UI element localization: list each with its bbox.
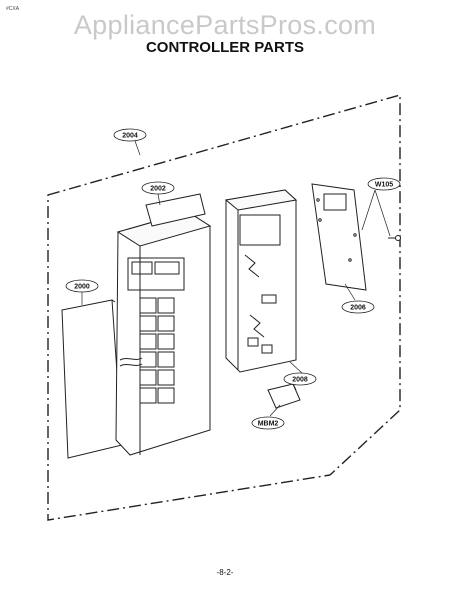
callout-2008: 2008 <box>283 372 317 386</box>
callout-2002: 2002 <box>141 181 175 195</box>
watermark: AppliancePartsPros.com <box>73 10 377 40</box>
callout-2006-label: 2006 <box>350 305 366 312</box>
callout-2008-label: 2008 <box>292 377 308 384</box>
page-title: CONTROLLER PARTS <box>145 39 305 56</box>
callout-mbm2-label: MBM2 <box>258 421 279 428</box>
callout-2002-label: 2002 <box>150 186 166 193</box>
callout-w105-label: W105 <box>375 182 393 189</box>
corner-code: #CXA <box>6 6 20 12</box>
callout-2004-label: 2004 <box>122 133 138 140</box>
callout-w105: W105 <box>367 177 401 191</box>
part-2008-bracket <box>224 189 298 373</box>
callout-2000: 2000 <box>65 279 99 293</box>
callout-2004: 2004 <box>113 128 147 142</box>
assembly-boundary <box>47 94 401 521</box>
page-number: -8-2- <box>216 568 234 577</box>
callout-2000-label: 2000 <box>74 284 90 291</box>
part-2006-pcb <box>311 183 367 291</box>
callout-mbm2: MBM2 <box>251 416 285 430</box>
callout-2006: 2006 <box>341 300 375 314</box>
leader-lines <box>81 140 391 417</box>
part-2002-control-panel <box>115 193 212 456</box>
part-mbm2-cushion <box>267 383 301 409</box>
part-2000-plate <box>61 299 123 459</box>
part-w105-screw <box>388 235 401 241</box>
